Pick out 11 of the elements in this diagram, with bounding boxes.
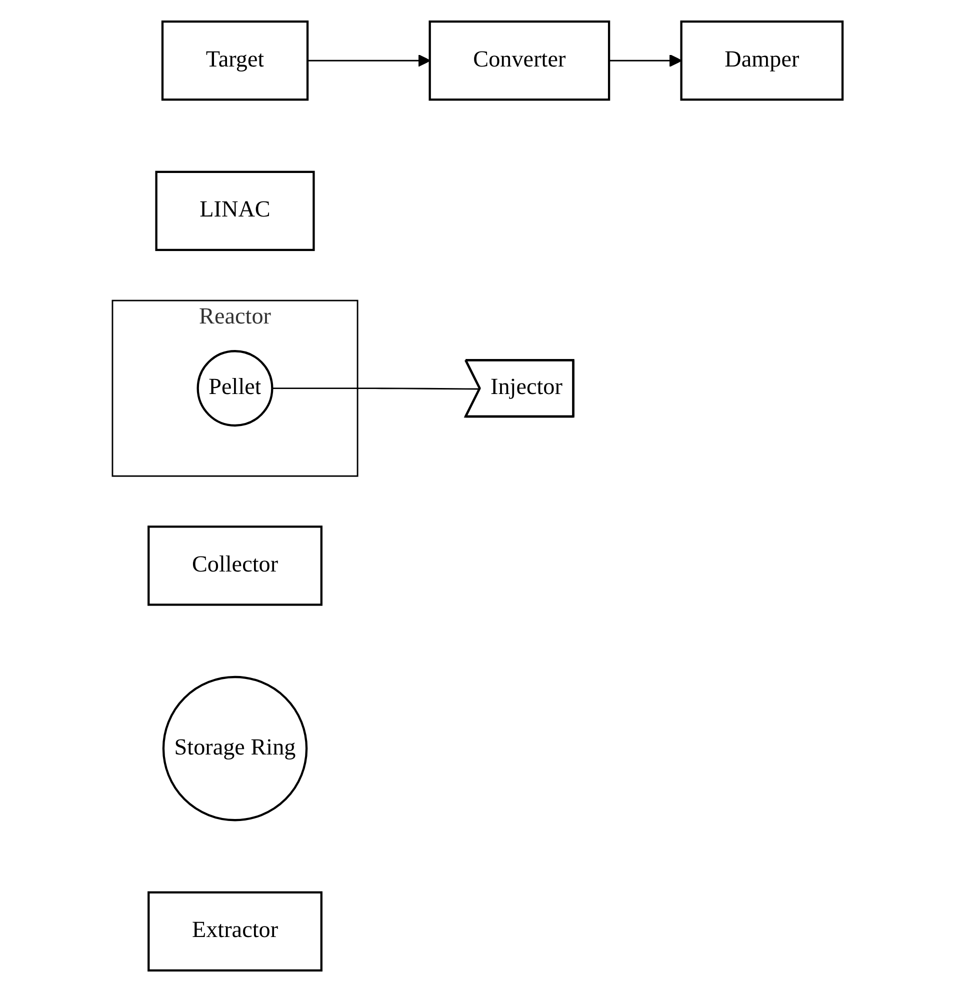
node-box: Target — [161, 20, 309, 101]
node-box: Extractor — [148, 891, 322, 972]
node-box: Collector — [148, 526, 322, 606]
arrow — [609, 54, 682, 67]
connector — [272, 388, 480, 390]
node-circle: Pellet — [196, 350, 274, 427]
node-box: Converter — [428, 20, 610, 101]
node-box: Damper — [680, 20, 844, 101]
node-circle: Storage Ring — [162, 676, 308, 822]
node-box: LINAC — [155, 170, 315, 252]
arrow — [308, 54, 430, 67]
